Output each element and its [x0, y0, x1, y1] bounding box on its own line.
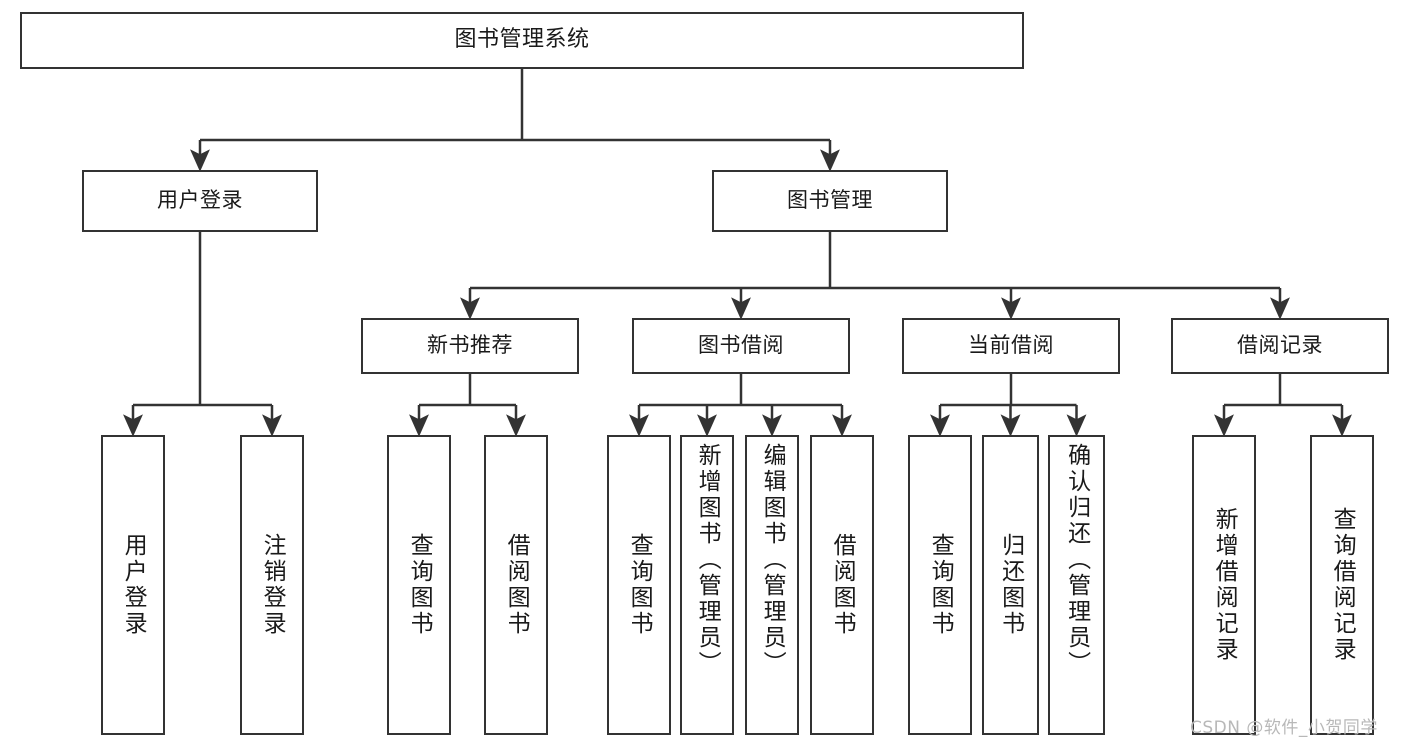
node-label-leaf-query-book-3: 查询图书	[927, 533, 954, 637]
node-label-leaf-user-logout: 注销登录	[259, 533, 286, 637]
node-leaf-add-book[interactable]: 新增图书（管理员）	[680, 435, 734, 735]
node-user-login[interactable]: 用户登录	[82, 170, 318, 232]
node-label-new-book-rec: 新书推荐	[427, 333, 513, 358]
node-label-leaf-query-book-2: 查询图书	[626, 533, 653, 637]
node-leaf-query-book-1[interactable]: 查询图书	[387, 435, 451, 735]
node-label-leaf-borrow-book-1: 借阅图书	[503, 533, 530, 637]
node-leaf-borrow-book-1[interactable]: 借阅图书	[484, 435, 548, 735]
node-label-leaf-return-book: 归还图书	[997, 533, 1024, 637]
node-label-user-login: 用户登录	[157, 188, 243, 213]
node-leaf-query-book-3[interactable]: 查询图书	[908, 435, 972, 735]
node-label-leaf-confirm-return: 确认归还（管理员）	[1063, 443, 1090, 677]
node-label-leaf-borrow-book-2: 借阅图书	[829, 533, 856, 637]
node-root[interactable]: 图书管理系统	[20, 12, 1024, 69]
node-leaf-edit-book[interactable]: 编辑图书（管理员）	[745, 435, 799, 735]
node-label-leaf-add-book: 新增图书（管理员）	[694, 443, 721, 677]
node-label-book-borrow: 图书借阅	[698, 333, 784, 358]
node-label-book-manage: 图书管理	[787, 188, 873, 213]
node-current-borrow[interactable]: 当前借阅	[902, 318, 1120, 374]
node-label-leaf-query-book-1: 查询图书	[406, 533, 433, 637]
node-borrow-record[interactable]: 借阅记录	[1171, 318, 1389, 374]
node-leaf-user-login[interactable]: 用户登录	[101, 435, 165, 735]
node-leaf-query-book-2[interactable]: 查询图书	[607, 435, 671, 735]
node-book-borrow[interactable]: 图书借阅	[632, 318, 850, 374]
node-leaf-confirm-return[interactable]: 确认归还（管理员）	[1048, 435, 1105, 735]
node-label-leaf-query-record: 查询借阅记录	[1329, 507, 1356, 663]
node-label-root: 图书管理系统	[454, 27, 590, 53]
node-leaf-add-record[interactable]: 新增借阅记录	[1192, 435, 1256, 735]
node-leaf-query-record[interactable]: 查询借阅记录	[1310, 435, 1374, 735]
node-label-leaf-edit-book: 编辑图书（管理员）	[759, 443, 786, 677]
node-label-leaf-add-record: 新增借阅记录	[1211, 507, 1238, 663]
node-label-leaf-user-login: 用户登录	[120, 533, 147, 637]
node-label-borrow-record: 借阅记录	[1237, 333, 1323, 358]
node-label-current-borrow: 当前借阅	[968, 333, 1054, 358]
node-leaf-user-logout[interactable]: 注销登录	[240, 435, 304, 735]
node-leaf-return-book[interactable]: 归还图书	[982, 435, 1039, 735]
node-new-book-rec[interactable]: 新书推荐	[361, 318, 579, 374]
watermark-text: CSDN @软件_小贺同学	[1190, 718, 1378, 738]
node-book-manage[interactable]: 图书管理	[712, 170, 948, 232]
node-leaf-borrow-book-2[interactable]: 借阅图书	[810, 435, 874, 735]
